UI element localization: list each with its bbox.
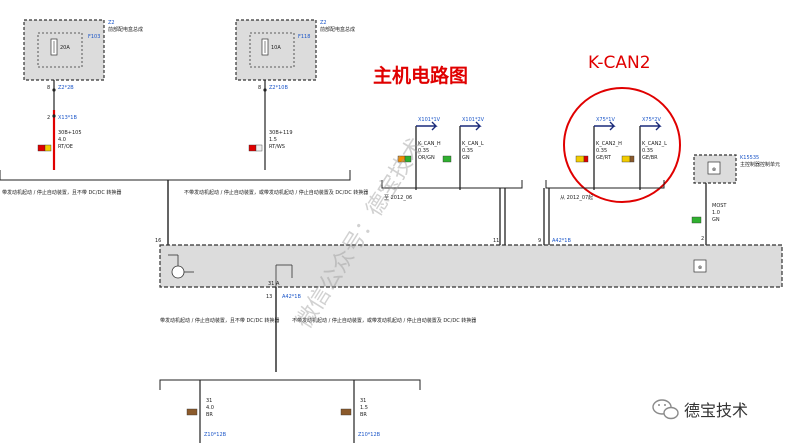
module-k15535: ⊗ K15535 主控制器控制单元 MOST 1.0 GN 2 <box>691 154 780 245</box>
date-label: 至 2012_06 <box>384 195 412 201</box>
bus-label: MOST <box>712 203 727 209</box>
variant-note: 带发动机起动 / 停止自动装置，且不带 DC/DC 转换器 <box>160 317 279 324</box>
module-symbol-icon: ⊗ <box>698 265 702 271</box>
pin-label: 31 A <box>268 281 280 287</box>
wire-color: RT/OE <box>58 144 73 150</box>
module-id: K15535 <box>740 155 759 161</box>
connector-id: X101*2V <box>462 117 485 123</box>
variant-note: 不带发动机起动 / 停止自动装置，或带发动机起动 / 停止自动装置及 DC/DC… <box>292 317 476 324</box>
pin-label: 2 <box>701 236 704 242</box>
wire-color: GN <box>712 217 720 223</box>
signal-name: K_CAN_L <box>462 141 484 147</box>
fuse-box-right: Z2 前部配电盒总成 F118 10A <box>235 19 355 81</box>
pin-label: 9 <box>538 238 541 244</box>
fuse-box-left-id: Z2 <box>108 20 115 26</box>
connector-x75-1v: X75*1V K_CAN2_H 0.35 GE/RT <box>575 117 622 190</box>
wire-color: GN <box>462 155 470 161</box>
ground-id: Z10*12B <box>204 432 227 438</box>
signal-name: K_CAN2_H <box>596 141 622 147</box>
footer-brand-text: 德宝技术 <box>684 401 748 420</box>
wire-size: 0.35 <box>596 148 607 154</box>
connector-id: X75*1V <box>596 117 615 123</box>
wire-color: BR <box>360 412 367 418</box>
fuse-left-id: F103 <box>88 34 100 40</box>
signal-name: K_CAN2_L <box>642 141 667 147</box>
wire-size: 1.0 <box>712 210 720 216</box>
module-symbol-icon: ⊗ <box>712 167 716 173</box>
wire-size: 1.5 <box>360 405 368 411</box>
wire-size: 1.5 <box>269 137 277 143</box>
connector-x101-1v: X101*1V K_CAN_H 0.35 OR/GN <box>397 117 441 190</box>
fuse-box-left: Z2 前部配电盒总成 F103 20A <box>23 19 143 81</box>
wire-code: 30B+105 <box>58 130 82 136</box>
wire-right: 8 Z2*10B 30B+119 1.5 RT/WS <box>248 80 293 170</box>
connector-id: X101*1V <box>418 117 441 123</box>
footer-brand: 德宝技术 <box>652 399 748 420</box>
title-kcan: K-CAN2 <box>588 53 651 73</box>
pin-label: 8 <box>258 85 261 91</box>
wire-size: 4.0 <box>58 137 66 143</box>
title-main: 主机电路图 <box>373 64 468 87</box>
wire-code: 30B+119 <box>269 130 293 136</box>
connector-label: A42*1B <box>552 238 571 244</box>
pin-label: 2 <box>47 115 50 121</box>
fuse-box-right-id: Z2 <box>320 20 327 26</box>
can-bracket: 至 2012_06 从 2012_07起 <box>381 180 665 245</box>
connector-label: X13*1B <box>58 115 77 121</box>
fuse-box-right-desc: 前部配电盒总成 <box>320 26 355 33</box>
wire-color: BR <box>206 412 213 418</box>
wire-color: OR/GN <box>418 155 435 161</box>
host-module: 16 11 9 A42*1B 31 A ⊗ <box>155 238 783 288</box>
merge-bracket: 带发动机起动 / 停止自动装置，且不带 DC/DC 转换器 不带发动机起动 / … <box>0 170 368 245</box>
kcan2-highlight <box>563 87 681 203</box>
connector-label: A42*1B <box>282 294 301 300</box>
variant-note: 带发动机起动 / 停止自动装置，且不带 DC/DC 转换器 <box>2 189 121 196</box>
pin-label: 13 <box>266 294 272 300</box>
wire-size: 0.35 <box>462 148 473 154</box>
fuse-right-rating: 10A <box>271 45 281 51</box>
variant-note: 不带发动机起动 / 停止自动装置，或带发动机起动 / 停止自动装置及 DC/DC… <box>184 189 368 196</box>
pin-label: 31 <box>206 398 212 404</box>
wire-size: 0.35 <box>642 148 653 154</box>
fuse-box-left-desc: 前部配电盒总成 <box>108 26 143 33</box>
connector-label: Z2*2B <box>58 85 74 91</box>
wire-size: 0.35 <box>418 148 429 154</box>
wire-color: GE/BR <box>642 155 658 161</box>
bottom-wiring: 13 A42*1B 带发动机起动 / 停止自动装置，且不带 DC/DC 转换器 … <box>159 287 476 443</box>
pin-label: 11 <box>493 238 499 244</box>
date-label: 从 2012_07起 <box>560 195 593 201</box>
connector-label: Z2*10B <box>269 85 288 91</box>
ground-id: Z10*12B <box>358 432 381 438</box>
connector-id: X75*2V <box>642 117 661 123</box>
pin-label: 16 <box>155 238 161 244</box>
signal-name: K_CAN_H <box>418 141 441 147</box>
connector-x101-2v: X101*2V K_CAN_L 0.35 GN <box>442 117 485 190</box>
connector-x75-2v: X75*2V K_CAN2_L 0.35 GE/BR <box>621 117 667 190</box>
wire-color: GE/RT <box>596 155 612 161</box>
wire-size: 4.0 <box>206 405 214 411</box>
fuse-right-id: F118 <box>298 34 310 40</box>
wire-left: 8 Z2*2B 2 X13*1B 30B+105 4.0 RT/OE <box>37 80 82 170</box>
module-desc: 主控制器控制单元 <box>740 161 780 168</box>
pin-label: 8 <box>47 85 50 91</box>
wire-color: RT/WS <box>269 144 285 150</box>
watermark-text: 微信公众号：德宝技术 <box>292 133 430 333</box>
wechat-icon <box>652 399 679 420</box>
pin-label: 31 <box>360 398 366 404</box>
fuse-left-rating: 20A <box>60 45 70 51</box>
